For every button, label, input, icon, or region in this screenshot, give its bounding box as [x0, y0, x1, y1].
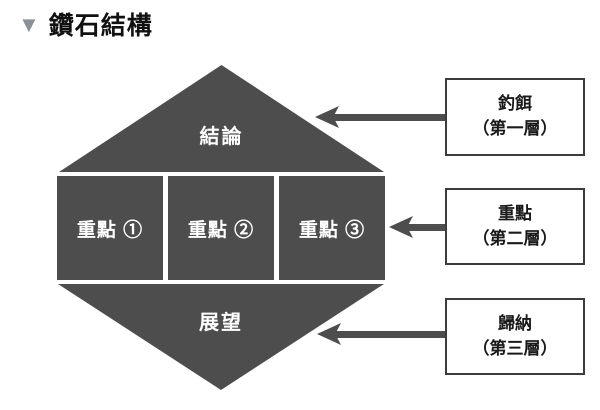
arrow-shaft [332, 114, 446, 121]
callout-box-keypoints: 重點 （第二層） [445, 188, 585, 265]
arrow-left-icon-first-layer [315, 106, 446, 128]
arrow-left-icon-third-layer [317, 323, 446, 345]
callout-title: 歸納 [498, 313, 532, 333]
callout-box-bait: 釣餌 （第一層） [445, 78, 585, 156]
arrow-shaft [334, 331, 446, 338]
callout-subtitle: （第三層） [472, 338, 558, 358]
point-box-1: 重點 ① [57, 176, 163, 280]
arrow-left-icon-second-layer [389, 216, 446, 238]
page-title-text: 鑽石結構 [48, 12, 153, 40]
point-label-1: 重點 ① [76, 219, 144, 241]
page-title: ▼ 鑽石結構 [18, 6, 153, 42]
section-triangle-icon: ▼ [18, 12, 40, 37]
callout-subtitle: （第一層） [472, 119, 558, 138]
point-label-2: 重點 ② [187, 219, 255, 241]
callout-title: 重點 [498, 203, 532, 223]
callout-title: 釣餌 [498, 94, 532, 114]
callout-box-summary: 歸納 （第三層） [445, 298, 585, 375]
callout-subtitle: （第二層） [472, 228, 558, 248]
conclusion-label: 結論 [199, 126, 244, 148]
point-label-3: 重點 ③ [298, 219, 366, 241]
outlook-label: 展望 [199, 312, 243, 334]
point-box-2: 重點 ② [168, 176, 274, 280]
arrow-shaft [406, 224, 446, 231]
point-box-3: 重點 ③ [279, 176, 385, 280]
